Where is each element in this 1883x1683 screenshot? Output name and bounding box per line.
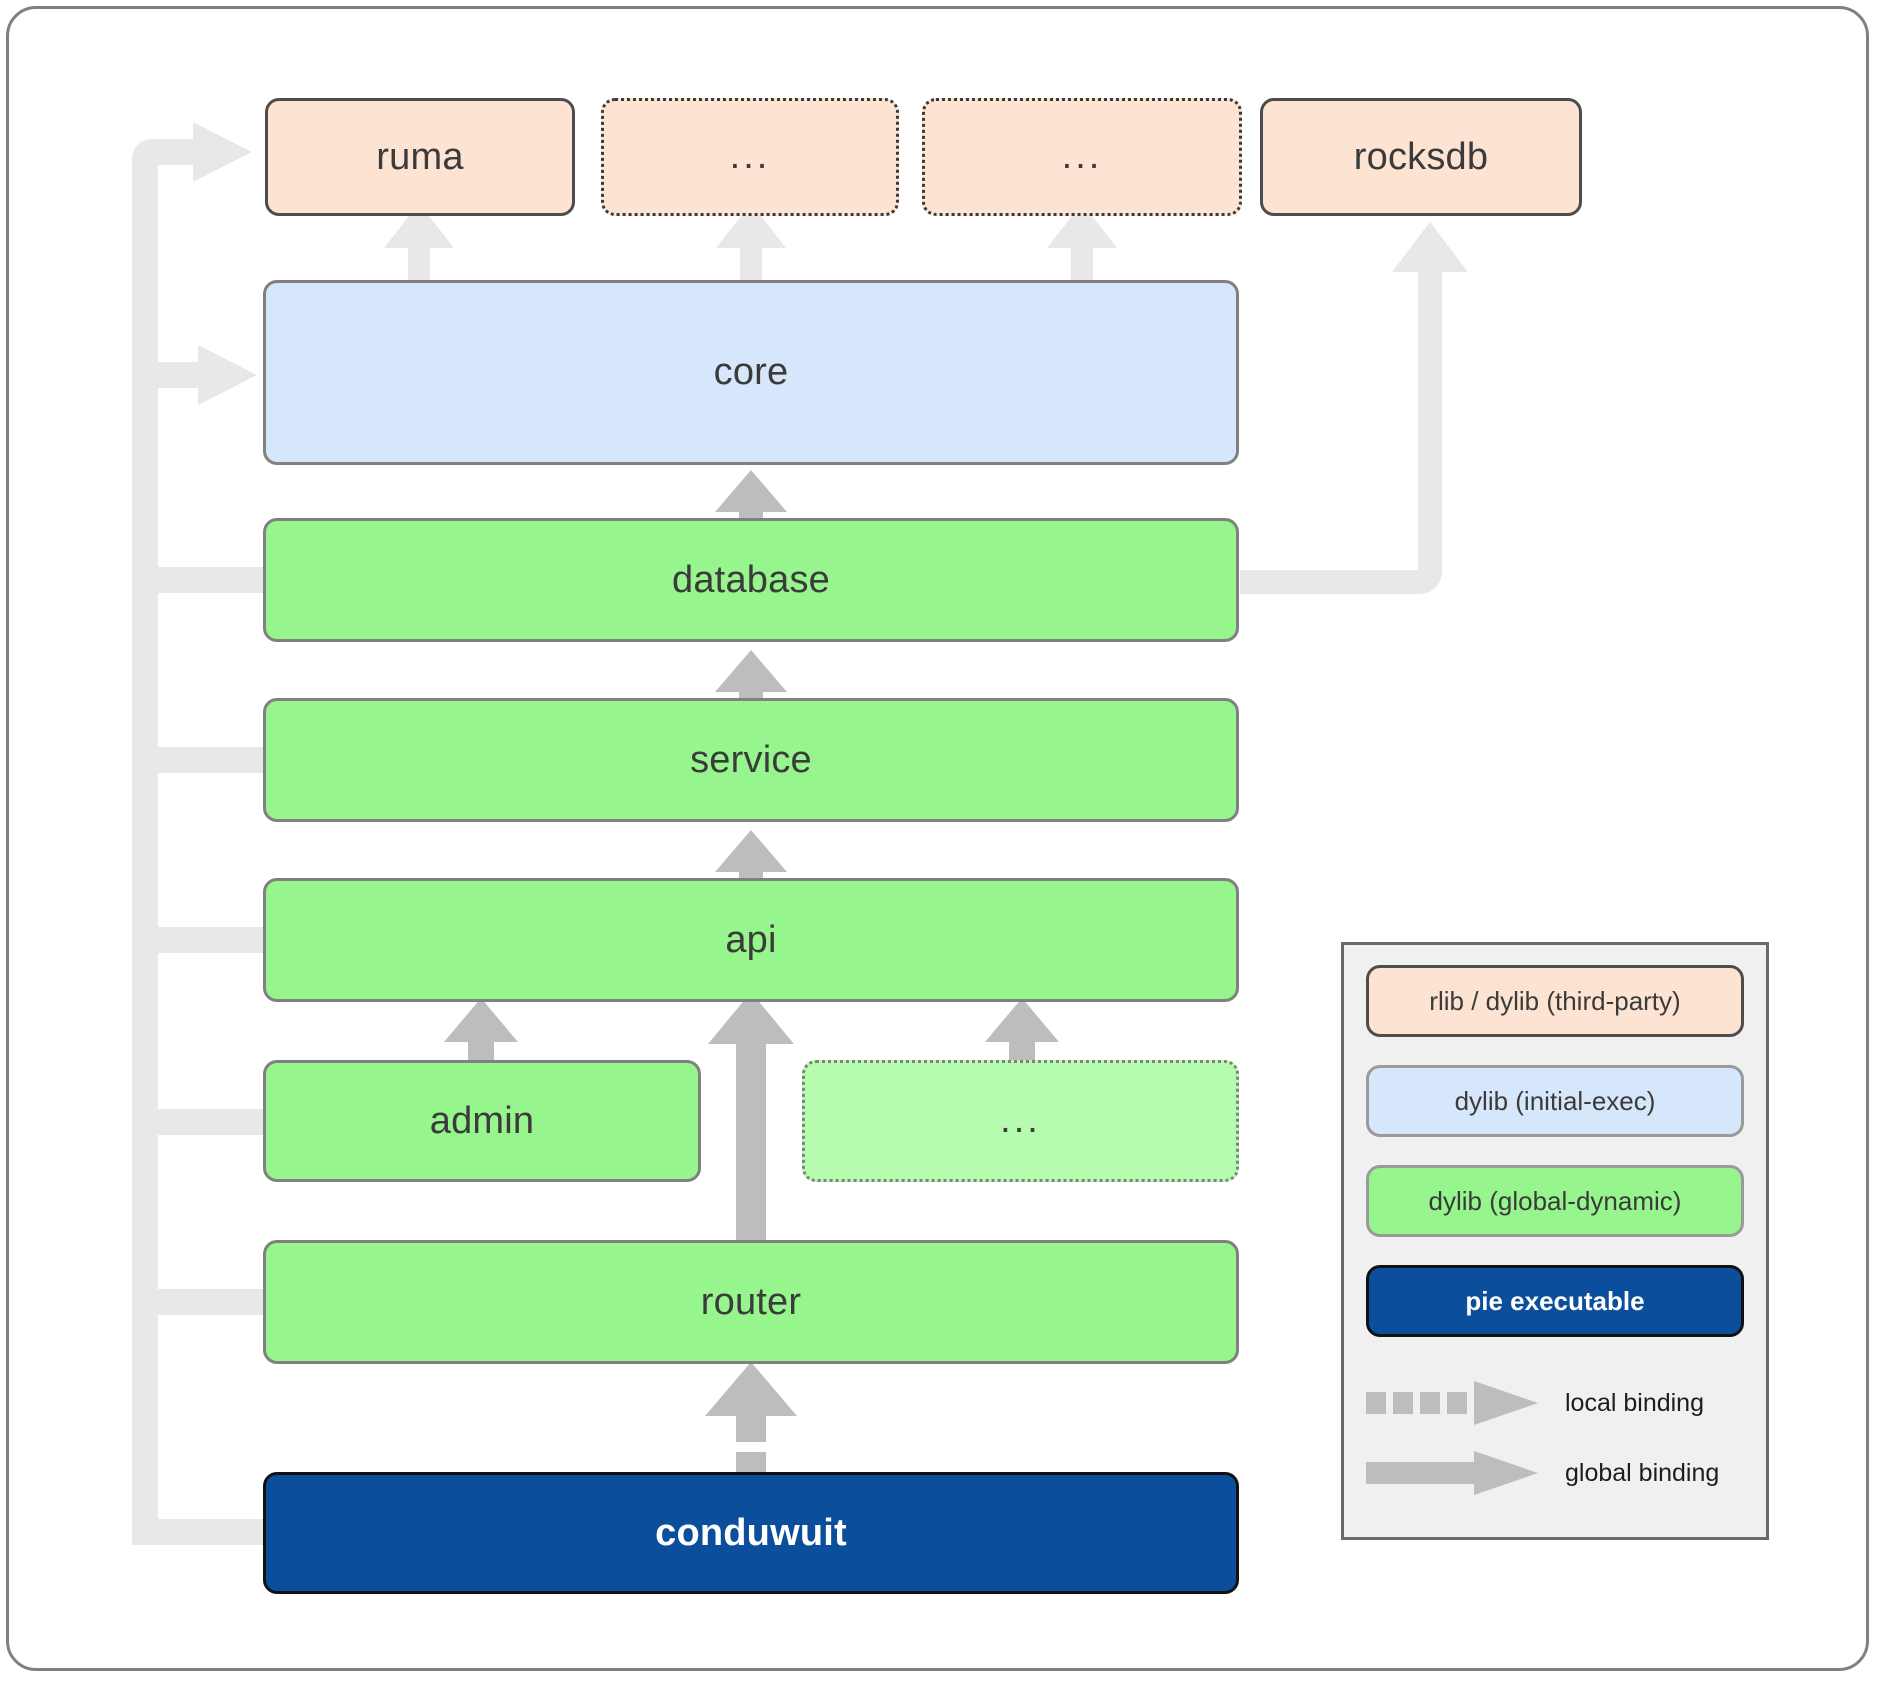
legend-item-label: rlib / dylib (third-party): [1429, 985, 1681, 1016]
local-binding-arrow-icon: [1366, 1381, 1538, 1425]
node-label: router: [700, 1280, 802, 1323]
node-label: api: [725, 918, 777, 961]
legend-row-global-binding: global binding: [1366, 1445, 1756, 1501]
node-label: ...: [729, 135, 771, 178]
node-service[interactable]: service: [263, 698, 1239, 822]
node-label: rocksdb: [1353, 135, 1489, 178]
legend-item-label: pie executable: [1465, 1285, 1645, 1316]
node-api[interactable]: api: [263, 878, 1239, 1002]
node-rocksdb[interactable]: rocksdb: [1260, 98, 1582, 216]
node-router[interactable]: router: [263, 1240, 1239, 1364]
node-label: conduwuit: [655, 1511, 847, 1554]
legend-item-label: dylib (global-dynamic): [1428, 1185, 1682, 1216]
legend-row-label: global binding: [1565, 1458, 1720, 1487]
node-label: ...: [1061, 135, 1103, 178]
node-top-dots-2[interactable]: ...: [922, 98, 1242, 216]
node-admin[interactable]: admin: [263, 1060, 701, 1182]
node-ruma[interactable]: ruma: [265, 98, 575, 216]
legend-row-label: local binding: [1565, 1388, 1704, 1417]
legend-item-pie-executable: pie executable: [1366, 1265, 1744, 1337]
legend-item-global-dynamic: dylib (global-dynamic): [1366, 1165, 1744, 1237]
node-conduwuit[interactable]: conduwuit: [263, 1472, 1239, 1594]
global-binding-arrow-icon: [1366, 1451, 1538, 1495]
node-label: ruma: [376, 135, 464, 178]
legend-row-local-binding: local binding: [1366, 1375, 1756, 1431]
node-label: service: [690, 738, 812, 781]
legend-panel: rlib / dylib (third-party) dylib (initia…: [1341, 942, 1769, 1540]
legend-item-initial-exec: dylib (initial-exec): [1366, 1065, 1744, 1137]
node-database[interactable]: database: [263, 518, 1239, 642]
node-label: database: [672, 558, 830, 601]
node-top-dots-1[interactable]: ...: [601, 98, 899, 216]
node-label: admin: [429, 1099, 535, 1142]
legend-item-label: dylib (initial-exec): [1454, 1085, 1656, 1116]
node-label: ...: [1000, 1099, 1041, 1142]
node-label: core: [713, 351, 789, 393]
node-core[interactable]: core: [263, 280, 1239, 465]
node-mid-dots[interactable]: ...: [802, 1060, 1239, 1182]
legend-item-rlib: rlib / dylib (third-party): [1366, 965, 1744, 1037]
